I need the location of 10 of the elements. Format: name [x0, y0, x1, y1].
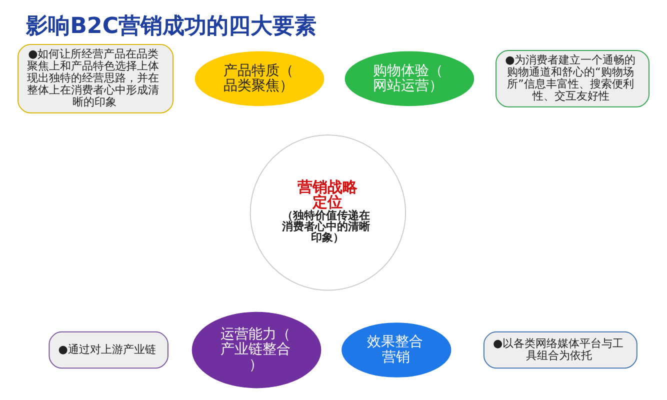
node-box: ●如何让所经营产品在品类聚焦上和产品特色选择上体现出独特的经营思路，并在整体上在消费者心中形成清晰的印象: [18, 44, 174, 114]
node-box: ●以各类网络媒体平台与工具组合为依托: [483, 331, 638, 369]
node-ellipse: 购物体验（网站运营）: [344, 51, 474, 106]
node-ellipse: 效果整合营销: [342, 322, 452, 378]
diagram-title: 影响B2C营销成功的四大要素: [26, 13, 317, 40]
node-box: ●通过对上游产业链: [48, 331, 168, 369]
node-box: ●为消费者建立一个通畅的购物通道和舒心的“购物场所”信息丰富性、搜索便利性、交互友好性: [496, 50, 650, 108]
node-ellipse: 运营能力（产业链整合）: [192, 312, 322, 388]
node-circle: 营销战略定位 （独特价值传递在消费者心中的清晰印象）: [250, 134, 406, 291]
node-ellipse: 产品特质（品类聚焦）: [194, 51, 324, 106]
